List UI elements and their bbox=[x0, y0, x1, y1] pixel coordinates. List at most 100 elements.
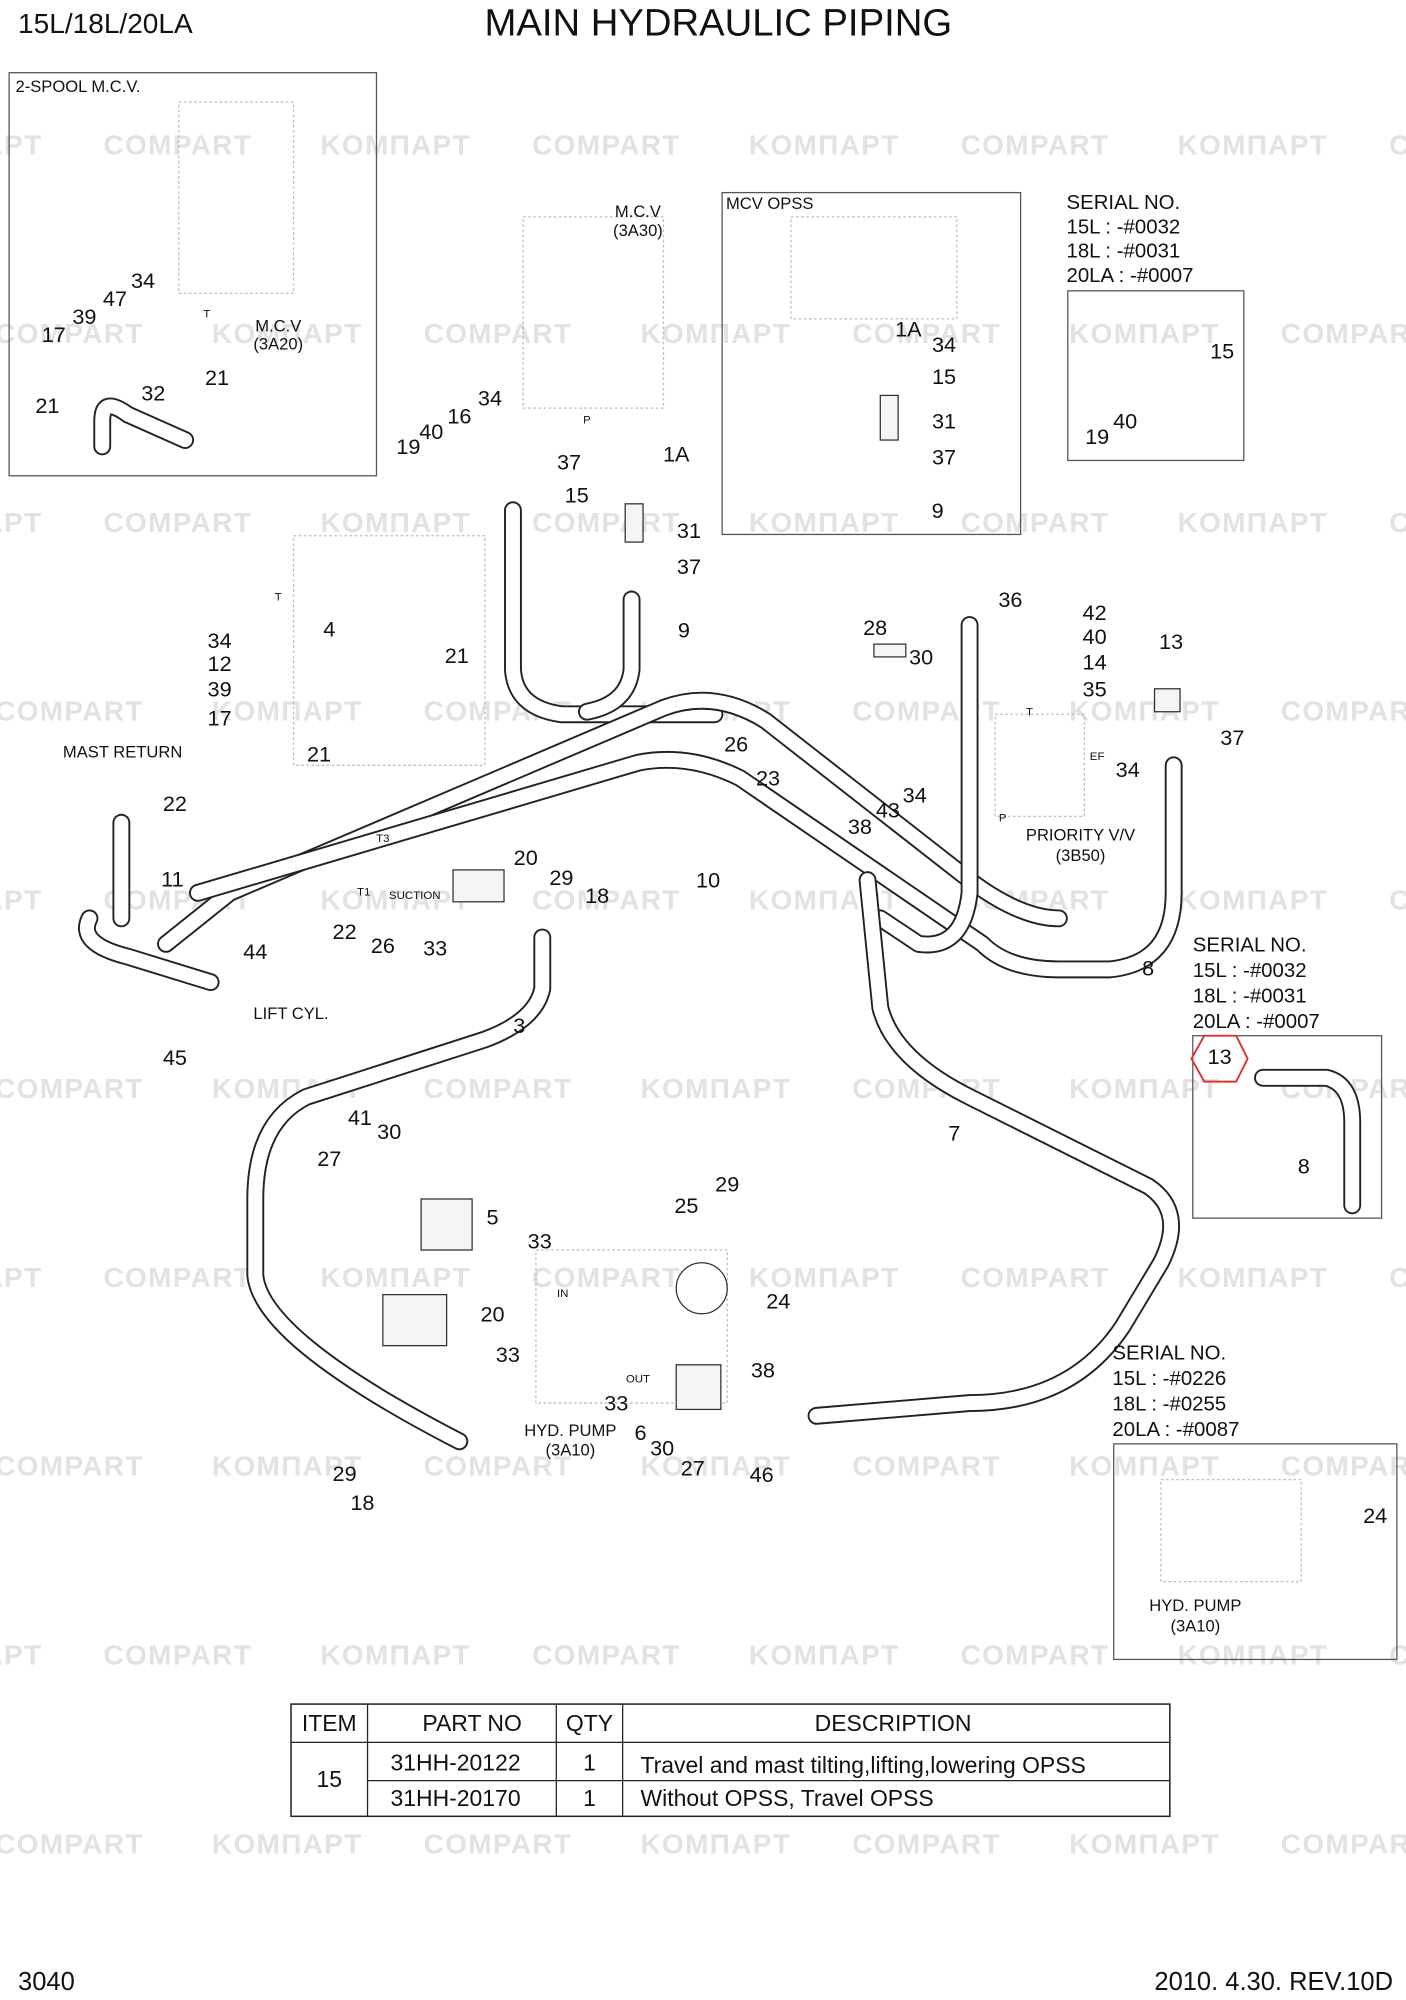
callout-24: 24 bbox=[766, 1289, 790, 1314]
callout-out: OUT bbox=[626, 1374, 650, 1386]
callout-13: 13 bbox=[1208, 1044, 1232, 1069]
callout-t: T bbox=[203, 309, 210, 321]
watermark-text: COMPART bbox=[852, 318, 1001, 349]
callout-t: T bbox=[275, 592, 282, 604]
inset-label: MCV OPSS bbox=[726, 194, 814, 213]
serial-line: 15L : -#0226 bbox=[1112, 1368, 1226, 1390]
watermark-text: KOMПAPT bbox=[320, 507, 471, 538]
callout-in: IN bbox=[557, 1288, 568, 1300]
callout-6: 6 bbox=[634, 1420, 646, 1445]
watermark-text: COMPART bbox=[0, 696, 144, 727]
watermark-text: COMPART bbox=[532, 507, 681, 538]
callout-20: 20 bbox=[514, 845, 538, 870]
watermark-text: KOMПAPT bbox=[1177, 1262, 1328, 1293]
serial-note-3: SERIAL NO. 15L : -#0226 18L : -#0255 20L… bbox=[1112, 1343, 1239, 1442]
callout-26: 26 bbox=[724, 731, 748, 756]
watermark-text: KOMПAPT bbox=[0, 1262, 42, 1293]
watermark-text: COMPART bbox=[1281, 318, 1406, 349]
serial-title: SERIAL NO. bbox=[1067, 192, 1181, 214]
callout-3: 3 bbox=[513, 1013, 525, 1038]
callout-31: 31 bbox=[677, 518, 701, 543]
callout-46: 46 bbox=[750, 1462, 774, 1487]
serial-line: 18L : -#0031 bbox=[1067, 241, 1181, 263]
watermark-text: COMPART bbox=[961, 1262, 1110, 1293]
ghost-components bbox=[178, 101, 1302, 1583]
description-cell: Travel and mast tilting,lifting,lowering… bbox=[640, 1752, 1085, 1778]
callout-26: 26 bbox=[371, 933, 395, 958]
callout-20: 20 bbox=[480, 1301, 504, 1326]
watermark-text: KOMПAPT bbox=[212, 318, 363, 349]
callout-40: 40 bbox=[419, 419, 443, 444]
watermark-text: COMPART bbox=[961, 507, 1110, 538]
page-title: MAIN HYDRAULIC PIPING bbox=[485, 2, 953, 45]
callout-1a: 1A bbox=[663, 442, 690, 467]
watermark-text: COMPART bbox=[104, 1640, 253, 1671]
watermark-text: COMPART bbox=[961, 1640, 1110, 1671]
callout-9: 9 bbox=[932, 498, 944, 523]
callout-12: 12 bbox=[208, 651, 232, 676]
watermark-text: KOMПAPT bbox=[320, 884, 471, 915]
callout-40: 40 bbox=[1113, 409, 1137, 434]
callout-7: 7 bbox=[948, 1120, 960, 1145]
callout-22: 22 bbox=[333, 919, 357, 944]
callout-17: 17 bbox=[42, 322, 66, 347]
watermark-text: COMPART bbox=[424, 1073, 573, 1104]
callout-37: 37 bbox=[1220, 725, 1244, 750]
lift-cyl-label: LIFT CYL. bbox=[253, 1004, 328, 1023]
callout-38: 38 bbox=[848, 814, 872, 839]
column-header: PART NO bbox=[422, 1710, 521, 1736]
callout-t3: T3 bbox=[376, 833, 389, 845]
watermark-text: COMPART bbox=[424, 1451, 573, 1482]
callout-8: 8 bbox=[1298, 1153, 1310, 1178]
watermark-text: KOMПAPT bbox=[0, 1640, 42, 1671]
callout-27: 27 bbox=[317, 1146, 341, 1171]
fittings bbox=[382, 394, 1181, 1411]
part-no-cell: 31HH-20122 bbox=[391, 1749, 521, 1775]
qty-cell: 1 bbox=[583, 1749, 596, 1775]
watermark-text: KOMПAPT bbox=[1177, 129, 1328, 160]
callout-33: 33 bbox=[423, 935, 447, 960]
callout-33: 33 bbox=[604, 1391, 628, 1416]
callout-33: 33 bbox=[496, 1342, 520, 1367]
hyd-pump-code: (3A10) bbox=[545, 1440, 595, 1459]
callout-14: 14 bbox=[1083, 650, 1107, 675]
watermark-text: KOMПAPT bbox=[1069, 1073, 1220, 1104]
callout-41: 41 bbox=[348, 1105, 372, 1130]
serial-note-1: SERIAL NO. 15L : -#0032 18L : -#0031 20L… bbox=[1067, 192, 1194, 287]
serial-line: 18L : -#0031 bbox=[1193, 986, 1307, 1008]
serial-line: 15L : -#0032 bbox=[1193, 960, 1307, 982]
watermark-text: KOMПAPT bbox=[749, 1262, 900, 1293]
watermark-text: KOMПAPT bbox=[320, 1262, 471, 1293]
mast-return-label: MAST RETURN bbox=[63, 743, 182, 762]
callout-17: 17 bbox=[208, 706, 232, 731]
callout-5: 5 bbox=[487, 1204, 499, 1229]
watermark-text: COMPART bbox=[852, 1451, 1001, 1482]
callout-16: 16 bbox=[447, 403, 471, 428]
watermark-text: COMPART bbox=[104, 507, 253, 538]
revision-date: 2010. 4.30. REV.10D bbox=[1154, 1968, 1393, 1996]
model-label: 15L/18L/20LA bbox=[18, 8, 193, 39]
callout-21: 21 bbox=[205, 365, 229, 390]
watermark-text: KOMПAPT bbox=[1177, 884, 1328, 915]
callout-22: 22 bbox=[163, 791, 187, 816]
watermark-text: KOMПAPT bbox=[320, 1640, 471, 1671]
watermark-text: COMPART bbox=[1389, 1262, 1406, 1293]
watermark-text: KOMПAPT bbox=[749, 507, 900, 538]
watermark-text: KOMПAPT bbox=[640, 1451, 791, 1482]
watermark-text: COMPART bbox=[1389, 129, 1406, 160]
callout-21: 21 bbox=[35, 393, 59, 418]
callout-t: T bbox=[1026, 707, 1033, 719]
mcv-3a20-code: (3A20) bbox=[253, 334, 303, 353]
watermark-text: KOMПAPT bbox=[749, 129, 900, 160]
callout-18: 18 bbox=[585, 883, 609, 908]
callout-15: 15 bbox=[1210, 338, 1234, 363]
callout-19: 19 bbox=[1085, 424, 1109, 449]
qty-cell: 1 bbox=[583, 1785, 596, 1811]
callout-33: 33 bbox=[528, 1229, 552, 1254]
component-labels: M.C.V (3A20) M.C.V (3A30) PRIORITY V/V (… bbox=[63, 202, 1241, 1636]
mcv-3a30-label: M.C.V bbox=[615, 202, 661, 221]
page-number: 3040 bbox=[18, 1968, 75, 1996]
two-spool-mcv-inset bbox=[8, 72, 378, 477]
callout-28: 28 bbox=[863, 615, 887, 640]
